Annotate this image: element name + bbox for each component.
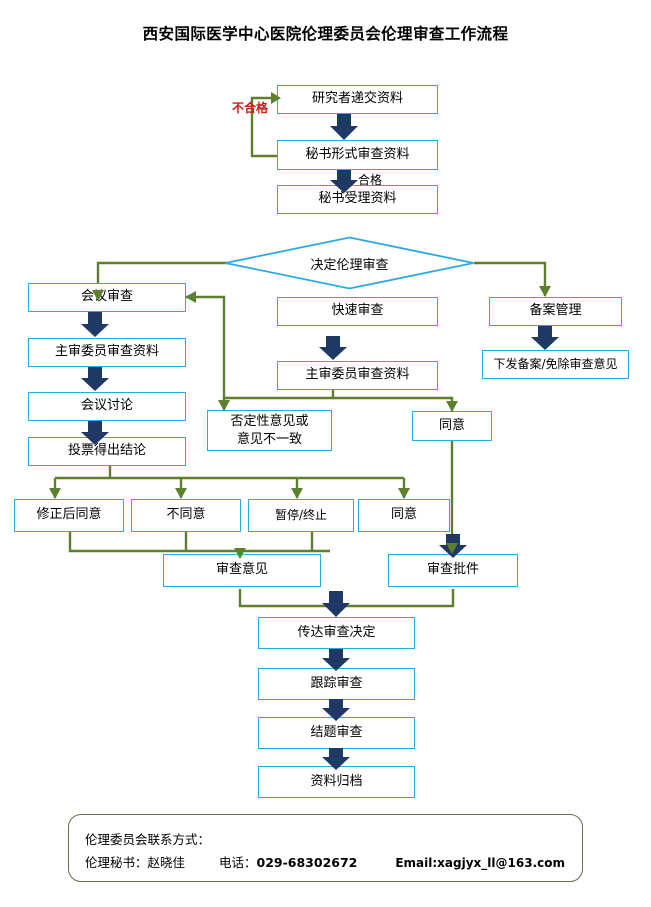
contact-phone-label: 电话：: [218, 855, 257, 870]
node-formal-review[interactable]: 秘书形式审查资料: [277, 140, 438, 170]
node-agree-meeting[interactable]: 同意: [358, 499, 450, 532]
page-title: 西安国际医学中心医院伦理委员会伦理审查工作流程: [142, 25, 509, 43]
node-completion-review[interactable]: 结题审查: [258, 717, 415, 749]
node-issue-filing-opinion[interactable]: 下发备案/免除审查意见: [482, 350, 629, 379]
diamond-shape: [225, 236, 474, 290]
contact-card: 伦理委员会联系方式： 伦理秘书：赵晓佳 电话：029-68302672 Emai…: [68, 814, 583, 882]
node-decide-label: 决定伦理审查: [310, 257, 389, 273]
node-review-approval[interactable]: 审查批件: [388, 554, 518, 587]
node-agree-fast-track[interactable]: 同意: [412, 411, 492, 441]
node-disagree[interactable]: 不同意: [131, 499, 241, 532]
node-primary-reviewer-fast[interactable]: 主审委员审查资料: [277, 361, 438, 390]
node-negative-opinion[interactable]: 否定性意见或 意见不一致: [207, 410, 332, 451]
contact-email-value[interactable]: xagjyx_ll@163.com: [437, 856, 565, 870]
node-vote-conclusion[interactable]: 投票得出结论: [28, 437, 186, 466]
node-meeting-review[interactable]: 会议审查: [28, 283, 186, 312]
node-accept[interactable]: 秘书受理资料: [277, 185, 438, 214]
contact-details: 伦理秘书：赵晓佳 电话：029-68302672 Email: xagjyx_l…: [85, 852, 565, 871]
contact-phone-value: 029-68302672: [256, 855, 358, 870]
contact-secretary: 伦理秘书：赵晓佳: [85, 855, 186, 870]
edge-label-qualified: 合格: [358, 173, 383, 187]
node-negative-opinion-line1: 否定性意见或: [230, 413, 309, 429]
edge-label-reject: 不合格: [232, 101, 269, 115]
node-primary-reviewer-meeting[interactable]: 主审委员审查资料: [28, 338, 186, 367]
node-negative-opinion-line2: 意见不一致: [236, 431, 302, 447]
node-filing-management[interactable]: 备案管理: [489, 297, 622, 326]
node-review-opinion[interactable]: 审查意见: [163, 554, 321, 587]
node-followup-review[interactable]: 跟踪审查: [258, 668, 415, 700]
node-decide-ethics-review[interactable]: 决定伦理审查: [224, 236, 475, 290]
node-convey-decision[interactable]: 传达审查决定: [258, 617, 415, 649]
contact-email-label: Email:: [395, 856, 438, 870]
node-agree-after-revision[interactable]: 修正后同意: [14, 499, 124, 532]
node-suspend-terminate[interactable]: 暂停/终止: [248, 499, 354, 532]
contact-heading: 伦理委员会联系方式：: [85, 832, 211, 847]
node-fast-review[interactable]: 快速审查: [277, 297, 438, 326]
node-meeting-discussion[interactable]: 会议讨论: [28, 392, 186, 421]
node-submit[interactable]: 研究者递交资料: [277, 85, 438, 114]
node-archive[interactable]: 资料归档: [258, 766, 415, 798]
